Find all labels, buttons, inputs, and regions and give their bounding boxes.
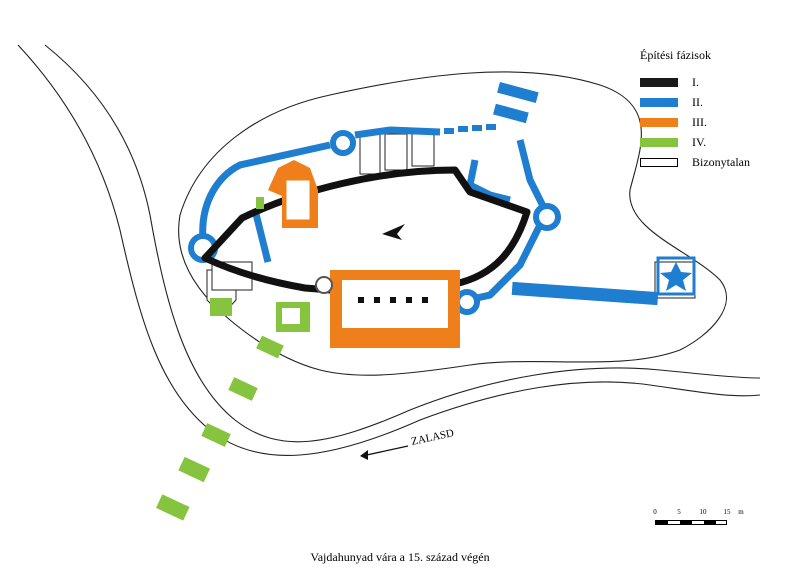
orange-stair-tower bbox=[315, 276, 333, 294]
legend-swatch bbox=[640, 98, 678, 107]
legend-swatch bbox=[640, 78, 678, 87]
legend-swatch bbox=[640, 118, 678, 127]
phase-iii-structures bbox=[268, 160, 460, 348]
blue-tower-e bbox=[533, 203, 561, 231]
map-caption: Vajdahunyad vára a 15. század végén bbox=[310, 550, 490, 564]
blue-east-bridge bbox=[511, 281, 659, 306]
blue-barbican-1 bbox=[497, 81, 539, 103]
blue-east-star bbox=[660, 262, 692, 291]
uncertain-block-north-3 bbox=[411, 133, 435, 167]
legend-label: III. bbox=[692, 115, 707, 129]
hall-columns bbox=[358, 297, 428, 303]
north-arrow bbox=[382, 224, 405, 240]
river-bank-outer bbox=[17, 44, 761, 457]
legend-label: Bizonytalan bbox=[692, 155, 750, 169]
blue-north-wall bbox=[199, 141, 331, 241]
blue-west-inner bbox=[251, 209, 272, 263]
scale-bar-graphic bbox=[655, 520, 727, 525]
green-inner-block bbox=[282, 308, 300, 324]
legend-swatch bbox=[640, 158, 678, 167]
legend-item: III. bbox=[640, 115, 790, 130]
blue-east-wall bbox=[516, 139, 549, 212]
blue-north-wall-2 bbox=[354, 126, 441, 139]
river-label: ZALASD bbox=[410, 427, 455, 448]
legend-item: II. bbox=[640, 95, 790, 110]
phase-iv-structures bbox=[156, 197, 310, 521]
blue-inner-wall bbox=[466, 159, 511, 204]
legend-label: I. bbox=[692, 75, 699, 89]
phase-ii-wall-dashes bbox=[444, 81, 659, 306]
uncertain-block-north bbox=[359, 133, 381, 175]
blue-barbican-2 bbox=[493, 103, 529, 124]
terrain-outlines bbox=[17, 44, 761, 457]
blue-east-gate bbox=[656, 256, 696, 296]
phase-i-walls bbox=[201, 166, 531, 294]
legend-item: Bizonytalan bbox=[640, 155, 790, 170]
river-flow-arrowhead bbox=[360, 450, 368, 460]
scale-tick-0: 0 bbox=[653, 508, 657, 516]
river-bank-inner bbox=[44, 44, 761, 443]
blue-tower-nw bbox=[330, 130, 356, 156]
legend-title: Építési fázisok bbox=[640, 48, 711, 62]
legend: Építési fázisok I. II. III. IV. Bizonytalan bbox=[640, 48, 790, 175]
scale-tick-5: 5 bbox=[677, 508, 681, 516]
scale-unit: m bbox=[738, 508, 744, 516]
hill-contour bbox=[178, 71, 727, 376]
legend-label: II. bbox=[692, 95, 703, 109]
scale-tick-10: 10 bbox=[699, 508, 707, 516]
legend-item: I. bbox=[640, 75, 790, 90]
orange-hall-inner bbox=[342, 280, 448, 328]
orange-chapel-inner bbox=[285, 179, 311, 221]
legend-label: IV. bbox=[692, 135, 707, 149]
uncertain-block-north-2 bbox=[384, 133, 408, 171]
legend-item: IV. bbox=[640, 135, 790, 150]
river-flow-arrow bbox=[361, 445, 409, 457]
scale-tick-15: 15 bbox=[723, 508, 731, 516]
scale-bar: 0 5 10 15 m bbox=[653, 508, 745, 538]
legend-swatch bbox=[640, 138, 678, 147]
